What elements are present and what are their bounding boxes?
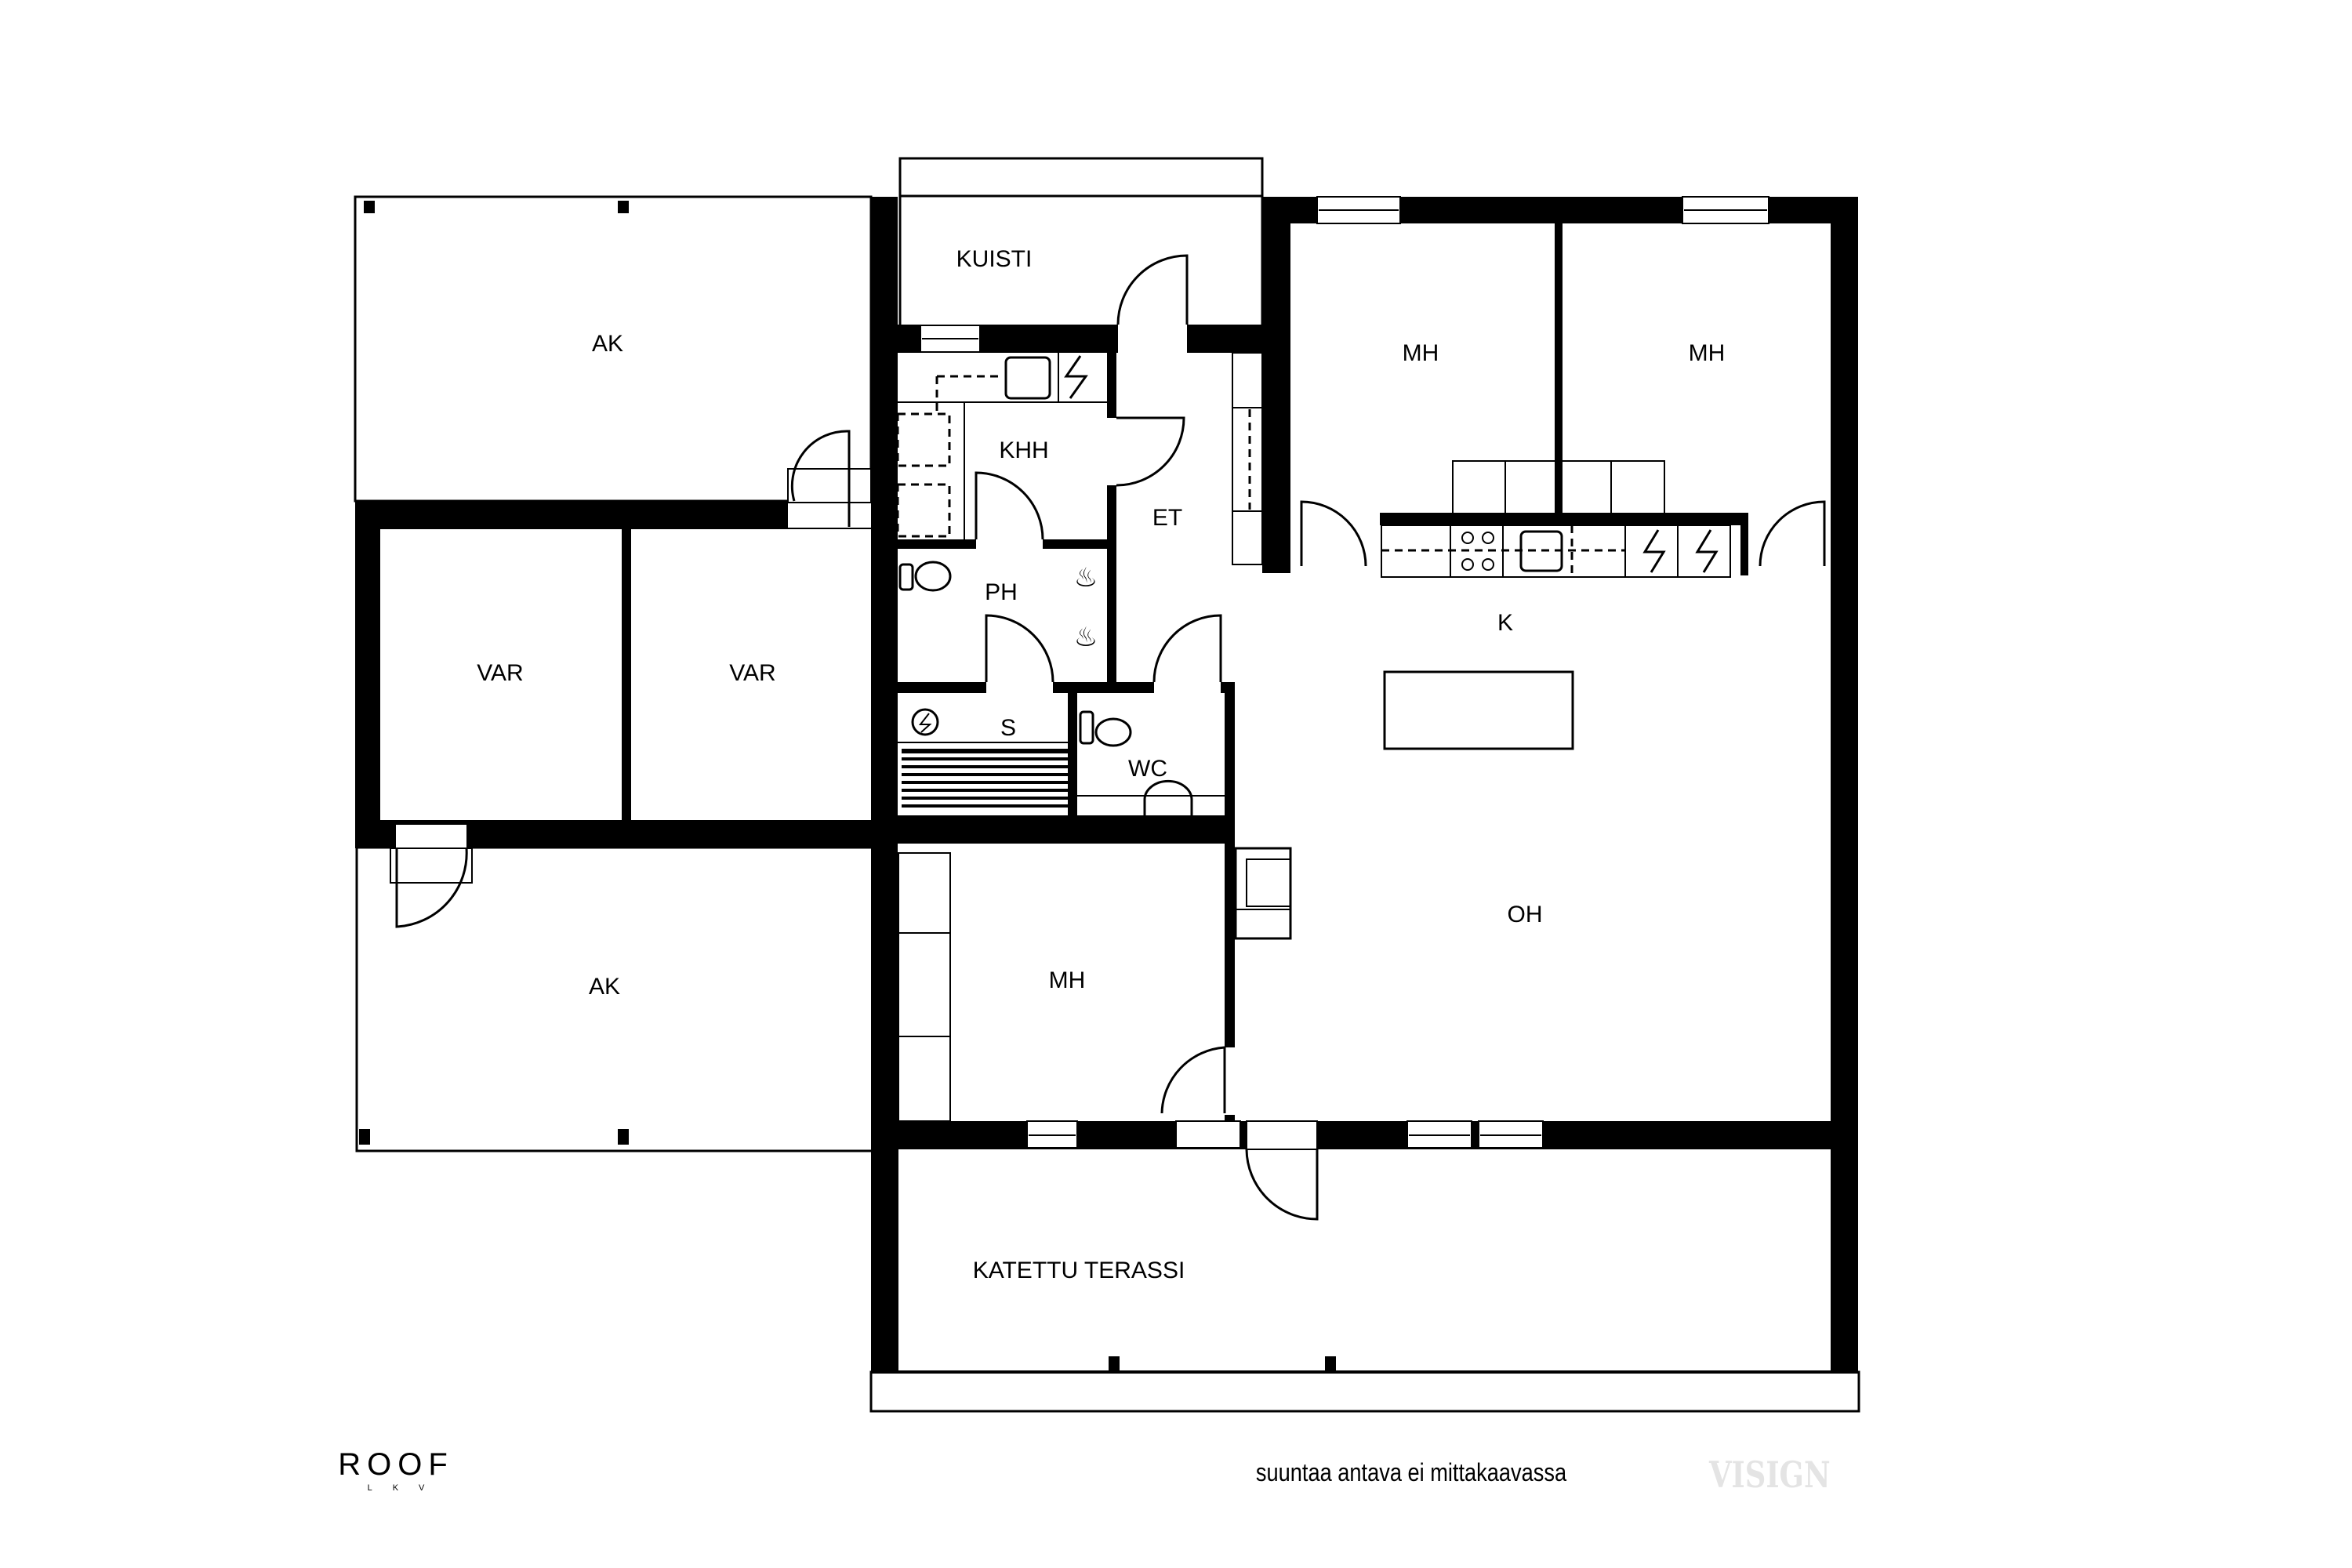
toilet-icon	[914, 561, 952, 592]
room-label-mh-2: MH	[1689, 340, 1726, 366]
room-label-ak-top: AK	[592, 331, 623, 357]
windows	[920, 196, 1769, 1149]
appliance-icon	[1064, 355, 1088, 399]
room-label-khh: KHH	[999, 437, 1048, 463]
post	[364, 201, 375, 213]
wall	[1068, 693, 1077, 815]
post	[1325, 1356, 1336, 1370]
wall	[871, 1121, 1858, 1149]
scale-disclaimer: suuntaa antava ei mittakaavassa	[1255, 1458, 1567, 1486]
room-label-kuisti: KUISTI	[956, 246, 1033, 272]
wall	[1740, 513, 1748, 575]
room-label-wc: WC	[1128, 756, 1167, 782]
sink-icon	[1004, 356, 1051, 400]
sink-icon	[1519, 530, 1563, 572]
stove-burner-icon	[1461, 532, 1474, 544]
visign-watermark: VISIGN	[1709, 1454, 1831, 1496]
wall	[871, 1149, 898, 1373]
appliance-icon	[1695, 529, 1719, 573]
wall	[871, 1370, 1858, 1374]
terassi-step	[869, 1370, 1860, 1413]
logo-sub-text: LKV	[367, 1483, 445, 1493]
post	[359, 1129, 370, 1145]
wall	[898, 815, 1235, 844]
fireplace	[1234, 847, 1292, 940]
toilet-icon	[1094, 717, 1132, 747]
wall	[1225, 682, 1235, 1121]
wall	[1380, 513, 1744, 525]
wall	[1107, 353, 1116, 690]
room-label-mh-3: MH	[1049, 967, 1086, 993]
room-label-var-1: VAR	[477, 660, 523, 686]
post	[618, 1129, 629, 1145]
sauna-bench	[902, 749, 1068, 808]
wall	[622, 529, 631, 820]
logo-main-text: ROOF	[338, 1447, 454, 1482]
roof-lkv-logo: ROOF LKV	[321, 1449, 470, 1493]
wall	[1262, 197, 1290, 573]
wall	[1555, 223, 1563, 521]
wall	[898, 682, 1235, 693]
room-label-ak-bottom: AK	[589, 974, 620, 1000]
wall	[355, 501, 380, 848]
room-label-var-2: VAR	[729, 660, 775, 686]
shower-icon: ♨	[1074, 622, 1098, 652]
wall	[1831, 1149, 1858, 1373]
kitchen-island	[1383, 670, 1574, 750]
kuisti-step	[898, 157, 1264, 198]
kuisti-outline	[898, 194, 1264, 331]
room-label-k: K	[1497, 610, 1513, 636]
doors	[390, 254, 1826, 1221]
room-label-mh-1: MH	[1403, 340, 1439, 366]
post	[618, 201, 629, 213]
shower-icon: ♨	[1074, 563, 1098, 593]
room-label-s: S	[1000, 715, 1016, 741]
sauna-stove-icon	[911, 708, 939, 736]
fixtures: ♨ ♨	[896, 352, 1731, 1122]
washbasin-icon	[1143, 779, 1193, 815]
room-label-oh: OH	[1508, 902, 1543, 927]
appliance-icon	[1642, 529, 1666, 573]
room-label-et: ET	[1152, 505, 1182, 531]
room-label-ph: PH	[985, 579, 1018, 605]
room-label-katettu-terassi: KATETTU TERASSI	[973, 1258, 1185, 1283]
post	[1109, 1356, 1120, 1370]
